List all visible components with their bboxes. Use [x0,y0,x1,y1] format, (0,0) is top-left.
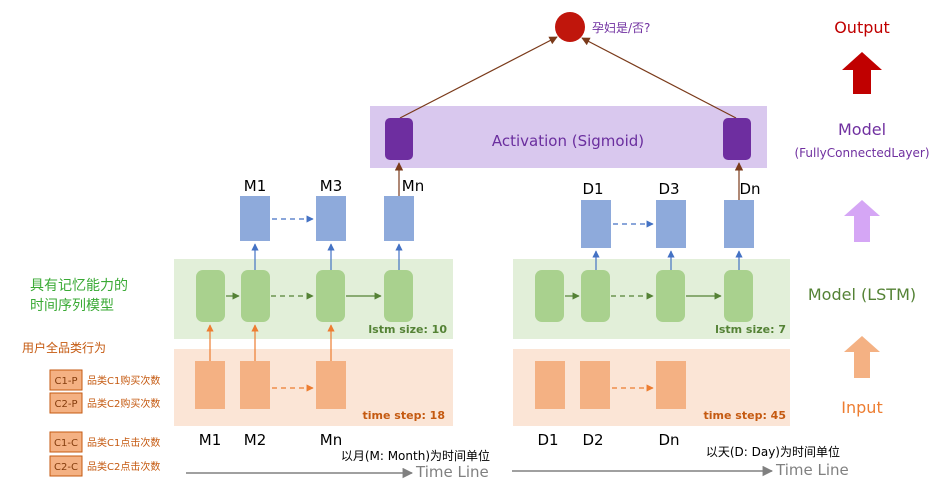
monthly-top-label-2: M3 [320,177,343,195]
daily-lstm-size: lstm size: 7 [715,323,786,336]
monthly-input-node-3 [316,361,346,409]
output-up-arrow-icon [842,52,882,94]
monthly-lstm-cell-4 [384,270,413,322]
legend-input: Input [841,398,882,417]
daily-lstm-cell-3 [656,270,685,322]
feature-code: C2-P [55,399,78,410]
daily-bottom-label-3: Dn [658,431,679,449]
activation-label: Activation (Sigmoid) [492,132,644,150]
monthly-lstm-size: lstm size: 10 [368,323,447,336]
daily-dense-node-3 [724,200,754,248]
feature-desc: 品类C2购买次数 [87,397,160,410]
daily-top-label-2: D3 [658,180,679,198]
feature-desc: 品类C1点击次数 [87,436,160,449]
feature-item: C1-P 品类C1购买次数 [49,369,160,391]
daily-bottom-label-2: D2 [582,431,603,449]
monthly-lstm-cell-2 [241,270,270,322]
monthly-time-step: time step: 18 [363,409,445,422]
feature-code-box [49,431,83,453]
legend-model-sub: (FullyConnectedLayer) [794,146,929,160]
monthly-lstm-cell-1 [196,270,225,322]
daily-time-step: time step: 45 [704,409,786,422]
monthly-dense-node-2 [316,196,346,241]
feature-code-box [49,369,83,391]
daily-lstm-cell-1 [535,270,564,322]
monthly-top-label-1: M1 [244,177,267,195]
output-node [555,12,585,42]
daily-lstm-cell-2 [581,270,610,322]
daily-unit-note: 以天(D: Day)为时间单位 [706,444,840,459]
memory-note-line2: 时间序列模型 [30,298,114,314]
monthly-input-node-2 [240,361,270,409]
output-node-label: 孕妇是/否? [592,21,650,35]
daily-input-node-2 [580,361,610,409]
daily-dense-node-1 [581,200,611,248]
monthly-bottom-label-2: M2 [244,431,267,449]
activation-node-monthly [385,118,413,160]
feature-desc: 品类C2点击次数 [87,460,160,473]
feature-code: C1-C [54,438,78,449]
monthly-timeline-label: Time Line [415,463,489,481]
daily-bottom-label-1: D1 [537,431,558,449]
memory-note-line1: 具有记忆能力的 [30,278,128,294]
monthly-dense-node-3 [384,196,414,241]
daily-lstm-cell-4 [724,270,753,322]
monthly-dense-node-1 [240,196,270,241]
feature-code: C1-P [55,376,78,387]
edge-activation-right-to-output [581,37,737,119]
edge-activation-left-to-output [399,36,558,119]
monthly-top-label-3: Mn [402,177,424,195]
user-behavior-note: 用户全品类行为 [22,340,106,355]
monthly-input-node-1 [195,361,225,409]
activation-node-daily [723,118,751,160]
legend-lstm: Model (LSTM) [808,285,916,304]
feature-code: C2-C [54,462,78,473]
feature-item: C1-C 品类C1点击次数 [49,431,160,453]
monthly-lstm-cell-3 [316,270,345,322]
daily-top-label-1: D1 [582,180,603,198]
feature-code-box [49,455,83,477]
monthly-unit-note: 以月(M: Month)为时间单位 [341,448,490,463]
input-up-arrow-icon [844,336,880,378]
activation-band [370,106,767,168]
monthly-bottom-label-1: M1 [199,431,222,449]
feature-code-box [49,392,83,414]
feature-item: C2-P 品类C2购买次数 [49,392,160,414]
daily-dense-node-2 [656,200,686,248]
legend-output: Output [834,18,890,37]
daily-input-node-3 [656,361,686,409]
monthly-bottom-label-3: Mn [320,431,342,449]
feature-desc: 品类C1购买次数 [87,374,160,387]
model-up-arrow-icon [844,200,880,242]
daily-input-node-1 [535,361,565,409]
legend-model: Model [838,120,886,139]
feature-item: C2-C 品类C2点击次数 [49,455,160,477]
daily-timeline-label: Time Line [775,461,849,479]
daily-top-label-3: Dn [739,180,760,198]
